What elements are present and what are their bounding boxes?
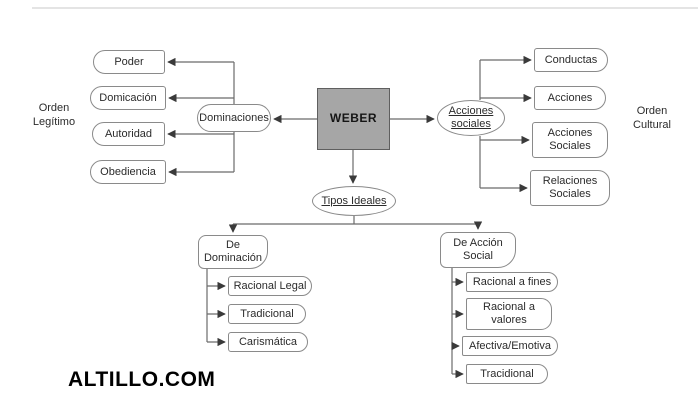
node-acciones: Acciones [534,86,606,110]
branch-de-dominacion: De Dominación [198,235,268,269]
hub-dominaciones: Dominaciones [197,104,271,132]
node-racional-a-valores: Racional a valores [466,298,552,330]
node-domicacion: Domicación [90,86,166,110]
node-tradicional: Tradicional [228,304,306,324]
node-obediencia: Obediencia [90,160,166,184]
hub-acciones-sociales: Acciones sociales [437,100,505,136]
node-poder: Poder [93,50,165,74]
label-orden-legitimo: Orden Legítimo [32,102,76,128]
node-weber: WEBER [317,88,390,150]
watermark-text: ALTILLO.COM [68,368,216,391]
node-autoridad: Autoridad [92,122,165,146]
node-afectiva-emotiva: Afectiva/Emotiva [462,336,558,356]
node-tracidional: Tracidional [466,364,548,384]
node-relaciones-sociales: Relaciones Sociales [530,170,610,206]
node-conductas: Conductas [534,48,608,72]
node-acciones-sociales: Acciones Sociales [532,122,608,158]
label-orden-cultural: Orden Cultural [633,105,671,131]
node-racional-a-fines: Racional a fines [466,272,558,292]
branch-de-accion-social: De Acción Social [440,232,516,268]
node-racional-legal: Racional Legal [228,276,312,296]
node-carismatica: Carismática [228,332,308,352]
hub-tipos-ideales: Tipos Ideales [312,186,396,216]
